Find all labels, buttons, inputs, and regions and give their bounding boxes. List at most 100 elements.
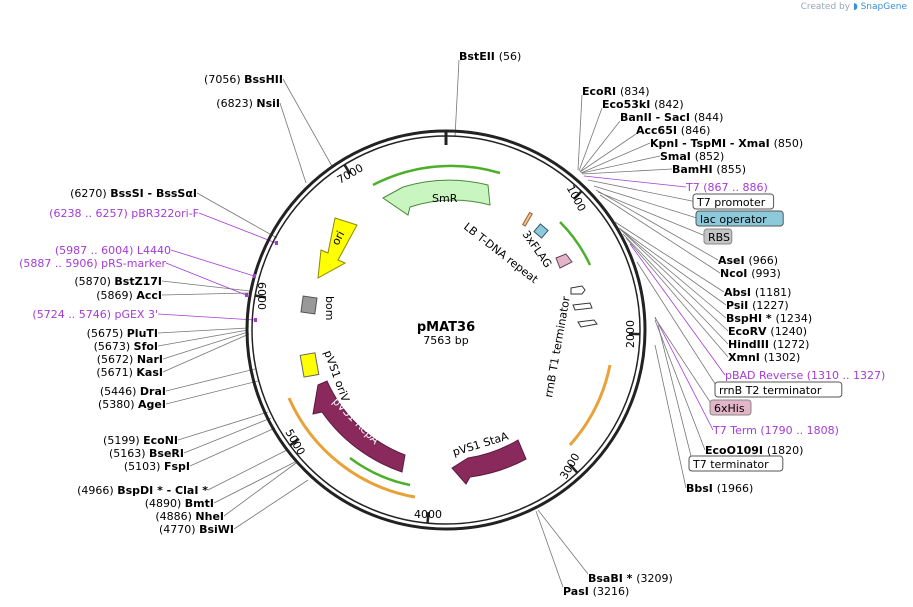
- site-position: (5673): [94, 340, 134, 353]
- feature-box: [695, 210, 784, 227]
- site-leader-line: [207, 449, 288, 491]
- site-name: KasI: [136, 366, 163, 379]
- site-position: (6270): [70, 187, 110, 200]
- bom-label: bom: [323, 296, 336, 320]
- tick-5000: 5000: [282, 427, 307, 458]
- site-leader-line: [282, 78, 334, 169]
- green-arc-right: [559, 221, 592, 266]
- feature-box-label: RBS: [703, 228, 733, 245]
- site-label-bottom: PasI (3216): [563, 585, 629, 598]
- feature-box: [714, 381, 843, 398]
- site-position: (846): [681, 124, 711, 137]
- site-name: BsiWI: [199, 523, 234, 536]
- flag-marker: [533, 223, 549, 239]
- site-leader-line: [580, 142, 651, 174]
- site-leader-line: [233, 479, 309, 530]
- brand-name: SnapGene: [860, 2, 907, 12]
- site-position: (1272): [773, 338, 810, 351]
- site-label-left: (5380) AgeI: [98, 398, 166, 411]
- site-position: (1820): [767, 444, 804, 457]
- site-name: FspI: [164, 460, 190, 473]
- green-arc-top: [372, 164, 501, 187]
- primer-leader-line: [654, 316, 714, 431]
- site-position: (1181): [755, 286, 792, 299]
- site-position: (850): [774, 137, 804, 150]
- site-leader-line: [614, 221, 725, 293]
- primer-leader-line: [170, 249, 255, 277]
- feature-box: [703, 228, 733, 245]
- site-position: (5675): [87, 327, 127, 340]
- site-name: BspHI *: [726, 312, 776, 325]
- site-name: NarI: [137, 353, 163, 366]
- site-position: (834): [620, 85, 650, 98]
- site-leader-line: [183, 417, 272, 454]
- site-leader-line: [189, 427, 276, 467]
- primer-mark: [254, 318, 257, 322]
- smr-label: SmR: [432, 192, 458, 205]
- ori-arrow: [317, 217, 358, 279]
- credit-text: Created by: [800, 2, 851, 12]
- tick-4000: 4000: [414, 508, 442, 524]
- ori-label: ori: [329, 229, 347, 248]
- rrnb-t1-label: rrnB T1 terminator: [542, 295, 573, 399]
- site-leader-line: [654, 344, 687, 489]
- site-name: EcoO109I: [705, 444, 767, 457]
- tick-mark: [426, 512, 430, 524]
- site-position: (6823): [216, 97, 256, 110]
- created-by-credit: Created by ◗ SnapGene: [801, 2, 907, 12]
- site-leader-line: [595, 189, 719, 261]
- site-name: AseI: [718, 254, 748, 267]
- bom-box: [300, 295, 318, 315]
- site-label-left: (4966) BspDI * - ClaI *: [77, 484, 208, 497]
- site-label-left: (5446) DraI: [100, 385, 166, 398]
- site-label-left: (5673) SfoI: [94, 340, 158, 353]
- site-label-left: (5163) BseRI: [109, 447, 184, 460]
- site-label-right: AbsI (1181): [724, 286, 791, 299]
- primer-label: (5887 .. 5906) pRS-marker: [19, 257, 166, 270]
- site-label-left: (5869) AccI: [96, 289, 162, 302]
- site-position: (5869): [96, 289, 136, 302]
- site-label-right: KpnI - TspMI - XmaI (850): [650, 137, 803, 150]
- site-leader-line: [161, 292, 250, 296]
- feature-box-label: rrnB T2 terminator: [714, 381, 843, 398]
- feature-leader-line: [654, 317, 715, 409]
- site-leader-line: [625, 237, 729, 358]
- site-leader-line: [223, 462, 297, 517]
- site-label-right: PsiI (1227): [726, 299, 789, 312]
- site-label-left: (5675) PluTI: [87, 327, 158, 340]
- leader-lines: [157, 59, 729, 588]
- feature-box-label: 6xHis: [709, 399, 752, 416]
- site-label-right: BbsI (1966): [686, 482, 753, 495]
- site-name: XmnI: [728, 351, 764, 364]
- tick-7000: 7000: [335, 161, 366, 186]
- site-label-right: EcoRI (834): [582, 85, 650, 98]
- site-position: (855): [716, 163, 746, 176]
- site-leader-line: [162, 331, 249, 360]
- smr-arrow: [382, 179, 491, 216]
- site-leader-line: [162, 333, 250, 373]
- 6xhis-arrow: [555, 253, 573, 269]
- feature-box-text: lac operator: [700, 213, 767, 226]
- site-leader-line: [581, 155, 661, 174]
- site-leader-line: [535, 510, 564, 588]
- site-leader-line: [537, 509, 589, 575]
- site-position: (4890): [145, 497, 185, 510]
- site-label-left: (4770) BsiWI: [159, 523, 234, 536]
- site-leader-line: [165, 368, 256, 392]
- site-position: (5199): [103, 434, 143, 447]
- site-position: (4966): [77, 484, 117, 497]
- site-name: BssHII: [244, 73, 283, 86]
- site-position: (1966): [717, 482, 754, 495]
- site-leader-line: [454, 59, 460, 138]
- pvs1-staa-arrow: [451, 439, 527, 485]
- site-label-left: (4890) BmtI: [145, 497, 214, 510]
- site-position: (4770): [159, 523, 199, 536]
- site-leader-line: [620, 229, 729, 332]
- site-label-right: NcoI (993): [720, 267, 781, 280]
- site-name: AbsI: [724, 286, 755, 299]
- t7-terminator-arrow: [570, 285, 586, 295]
- feature-box-label: T7 promoter: [692, 193, 775, 210]
- site-leader-line: [618, 227, 727, 306]
- pvs1-oriv-box: [299, 352, 320, 378]
